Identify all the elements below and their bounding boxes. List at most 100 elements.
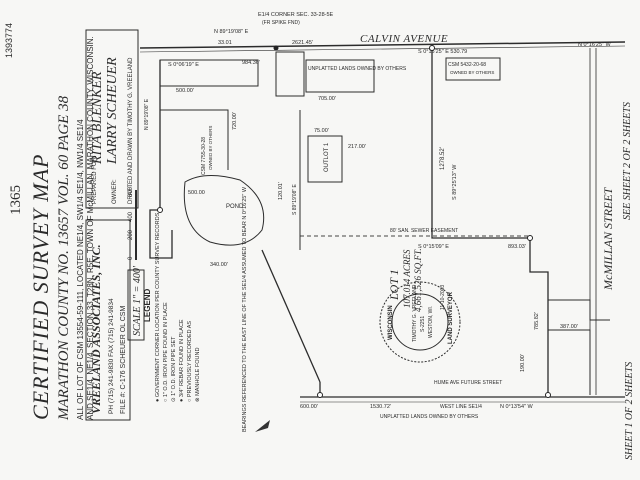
lot-name: LOT 1 [387,269,401,301]
legend-item-5: ○ PREVIOUSLY RECORDED AS [187,321,193,402]
top-boundary-line [139,41,626,49]
pond-label: POND [226,204,244,210]
doc-number: 1393774 [4,23,14,58]
legend-item-1: ● GOVERNMENT CORNER LOCATION PER COUNTY … [155,212,161,402]
dim-d18: S 0°15'09" E [418,244,449,250]
scale-tick-200: 200 [128,229,134,240]
monument-1 [273,45,279,51]
dim-d5: 500.00' [176,88,194,94]
pond-outline [183,175,265,246]
lot-info: LOT 1 107.014 ACRES 4,661,526 SQ.FT. [387,248,423,312]
firm-name: VREELAND ASSOCIATES, INC. [89,244,103,414]
csm-left-parcel [160,109,229,170]
top-row-line [139,45,626,53]
sheet-of-label: SHEET 1 OF 2 SHEETS [624,362,635,460]
north-arrow-icon [255,420,270,432]
right-step-2 [548,329,591,395]
hume-label: HUME AVE FUTURE STREET [434,380,502,386]
dim-d26: 720.00' [232,112,238,130]
legend-item-6: ⊗ MANHOLE FOUND [195,348,201,402]
dim-d19: N 0°13'54" W [500,404,534,410]
street-name: CALVIN AVENUE [360,33,448,45]
firm-address: PH (715) 241-9830 FAX (715) 241-9834 [108,298,115,414]
unplatted-top-parcel [305,59,375,93]
dim-d23: 217.00' [348,144,366,150]
right-boundary [431,48,549,395]
dim-d17: S 0°06'19" E [168,62,199,68]
corner-label: E1/4 CORNER SEC. 33-28-5E [258,12,334,18]
dim-d24: 75.00' [314,128,329,134]
seal-date: 11-10-2003 [440,285,446,310]
csm-left-label: CSM 7755-30-28 [201,137,207,175]
csm-right-owned: OWNED BY OTHERS [450,70,494,75]
legend: LEGEND ● GOVERNMENT CORNER LOCATION PER … [143,212,201,402]
csm-left-owned: OWNED BY OTHERS [208,126,213,170]
drafted-by: DRAFTED AND DRAWN BY TIMOTHY G. VREELAND [128,57,134,204]
page-stamp: 1365 [8,185,24,215]
seal-city: WESTON, WI. [428,306,434,338]
mcmillan-label: McMILLAN STREET [601,186,615,291]
scale-tick-800: 800 [128,186,134,197]
owner-label: OWNER: [112,179,118,204]
dim-d12: 190.00' [520,354,526,372]
left-boundary [149,60,173,259]
bearings-note-text: BEARINGS REFERENCED TO THE EAST LINE OF … [242,186,248,432]
dim-d8: 893.03' [508,244,526,250]
surveyor-seal: WISCONSIN TIMOTHY G. VREELAND S-2251 WES… [379,281,461,363]
monument-5 [317,392,323,398]
dim-d2: 2621.45' [292,40,313,46]
dim-d1: 33.01 [218,40,232,46]
lot-sqft: 4,661,526 SQ.FT. [413,248,423,312]
outlot-parcel [307,135,343,183]
right-step-1 [548,299,610,321]
scale-tick-400: 400 [128,211,134,222]
bearings-note: BEARINGS REFERENCED TO THE EAST LINE OF … [242,186,248,432]
title-county-line: MARATHON COUNTY NO. 13657 VOL. 60 PAGE 3… [56,95,72,421]
scale-tick-0: 0 [128,256,134,260]
dim-d14: 340.00' [210,262,228,268]
dim-d10: 600.00' [300,404,318,410]
diagonal-boundary [261,249,321,383]
ingress-strip [275,51,305,97]
dim-d11: 387.00' [560,324,578,330]
easement-label: 80' SAN. SEWER EASEMENT [390,228,458,234]
dim-d25: 785.82' [534,312,540,330]
csm-right-parcel [445,57,501,81]
monument-6 [527,235,533,241]
lot-acres: 107.014 ACRES [402,249,412,308]
dim-top-left: N 89°19'08" E [214,29,249,35]
corner-sub: (FR SPIKE FND) [262,20,300,26]
prepared-for-box: PREPARED FOR: RITA BLENKER LARRY SCHEUER… [85,29,139,209]
firm-box: VREELAND ASSOCIATES, INC. PH (715) 241-9… [85,219,131,421]
dim-d20: S 89°25'13" W [452,164,458,200]
unplatted-top-label: UNPLATTED LANDS OWNED BY OTHERS [308,66,407,72]
dim-d9: 1530.72' [370,404,391,410]
firm-file: FILE #: C-176 SCHEUER OL CSM [120,306,127,414]
dim-d6: 705.00' [318,96,336,102]
west-line-label: WEST LINE SE1/4 [440,404,482,410]
seal-ring: WISCONSIN [388,305,394,340]
dim-d21: N 89°19'08" E [144,98,150,130]
dim-d3: S 0°16'25" E 530.79 [418,49,467,55]
csm-right-label: CSM 5432-20-68 [448,62,486,68]
seal-name: TIMOTHY G. VREELAND [412,284,418,342]
dim-d13: 500.00 [188,190,205,196]
title-desc-2: AND SE1/4, NE1/4, SECTION 33, T28N, R5E,… [86,36,95,420]
legend-item-4: ● 3/4" REBAR FOUND IN PLACE [179,319,185,402]
dim-top-right: N 0°16'25" W [578,42,612,48]
legend-title: LEGEND [143,288,152,322]
seal-num: S-2251 [420,316,426,332]
title-block: CERTIFIED SURVEY MAP MARATHON COUNTY NO.… [28,36,95,421]
title-desc-1: ALL OF LOT OF CSM 13554-59-111, LOCATED … [76,119,85,420]
monument-3 [157,207,163,213]
prepared-for-name-2: LARRY SCHEUER [105,57,120,165]
legend-item-2: ○ 1" O.D. IRON PIPE FOUND IN PLACE [163,302,169,402]
prepared-for-name-1: RITA BLENKER [90,71,105,165]
dim-d15: 120.01' [278,182,284,200]
prepared-for-label: PREPARED FOR: [92,155,98,204]
dim-d22: S 89°19'08" E [292,183,298,215]
dim-d4: 984.36' [242,60,260,66]
monument-2 [429,45,435,51]
